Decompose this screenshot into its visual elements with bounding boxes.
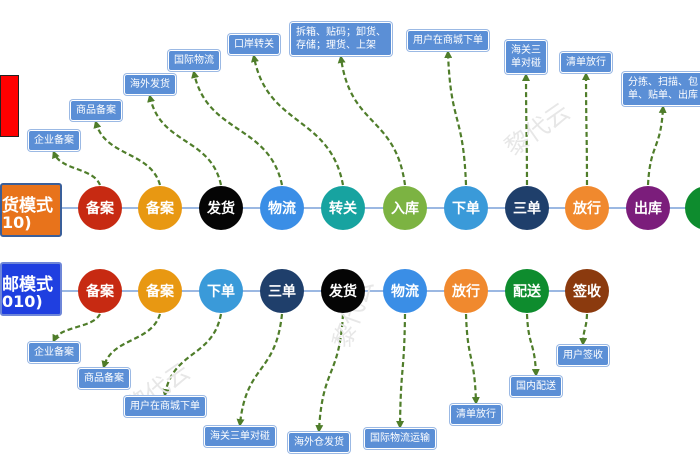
dashed-arrow xyxy=(162,313,223,397)
bottom_labels-label-3: 海关三单对碰 xyxy=(204,426,276,447)
bottom_labels-label-1: 商品备案 xyxy=(78,368,130,389)
top_labels-label-2: 海外发货 xyxy=(124,74,176,95)
dashed-arrow xyxy=(464,313,480,405)
top_steps-step-2: 发货 xyxy=(199,186,243,230)
bottom_labels-label-4: 海外仓发货 xyxy=(288,432,350,453)
dashed-arrow xyxy=(525,313,540,377)
top_steps-step-3: 物流 xyxy=(260,186,304,230)
dashed-arrow xyxy=(522,73,531,186)
dashed-arrow xyxy=(646,105,667,186)
mode-top-line1: 货模式 xyxy=(2,196,53,216)
dashed-arrow xyxy=(93,120,162,186)
dashed-arrow xyxy=(191,70,284,186)
mode-box-bottom: 邮模式 010) xyxy=(0,262,62,316)
top_labels-label-9: 分拣、扫描、包单、贴单、出库 xyxy=(622,72,700,106)
dashed-arrow xyxy=(101,313,162,369)
bottom_steps-step-6: 放行 xyxy=(444,269,488,313)
top_steps-step-8: 放行 xyxy=(565,186,609,230)
bottom_steps-step-8: 签收 xyxy=(565,269,609,313)
dashed-arrow xyxy=(582,72,591,186)
dashed-arrow xyxy=(52,313,101,343)
bottom_steps-step-2: 下单 xyxy=(199,269,243,313)
top_steps-step-10: 配 xyxy=(685,186,700,230)
dashed-arrow xyxy=(579,313,589,346)
dashed-arrow xyxy=(52,150,102,186)
mode-bottom-line1: 邮模式 xyxy=(2,275,53,295)
red-marker-block xyxy=(0,75,19,137)
top_labels-label-6: 用户在商城下单 xyxy=(407,30,489,51)
top_steps-step-4: 转关 xyxy=(321,186,365,230)
bottom_labels-label-2: 用户在商城下单 xyxy=(124,396,206,417)
bottom_steps-step-1: 备案 xyxy=(138,269,182,313)
top_labels-label-1: 商品备案 xyxy=(70,100,122,121)
top_steps-step-0: 备案 xyxy=(78,186,122,230)
dashed-arrow xyxy=(337,55,407,186)
top_labels-label-8: 清单放行 xyxy=(560,52,612,73)
bottom_labels-label-7: 国内配送 xyxy=(510,376,562,397)
bottom_steps-step-3: 三单 xyxy=(260,269,304,313)
top_steps-step-6: 下单 xyxy=(444,186,488,230)
bottom_labels-label-0: 企业备案 xyxy=(28,342,80,363)
top_steps-step-5: 入库 xyxy=(383,186,427,230)
bottom_labels-label-6: 清单放行 xyxy=(450,404,502,425)
dashed-arrow xyxy=(147,94,223,186)
mode-bottom-line2: 010) xyxy=(2,292,43,311)
top_steps-step-9: 出库 xyxy=(626,186,670,230)
top_labels-label-0: 企业备案 xyxy=(28,130,80,151)
bottom_steps-step-4: 发货 xyxy=(321,269,365,313)
bottom_labels-label-5: 国际物流运输 xyxy=(364,428,436,449)
bottom_steps-step-5: 物流 xyxy=(383,269,427,313)
bottom_steps-step-7: 配送 xyxy=(505,269,549,313)
top_steps-step-1: 备案 xyxy=(138,186,182,230)
dashed-arrow xyxy=(315,313,345,433)
top_steps-step-7: 三单 xyxy=(505,186,549,230)
bottom_steps-step-0: 备案 xyxy=(78,269,122,313)
top_labels-label-5: 拆箱、贴码；卸货、存储；理货、上架 xyxy=(290,22,392,56)
bottom_labels-label-8: 用户签收 xyxy=(557,345,609,366)
dashed-arrow xyxy=(444,50,468,186)
dashed-arrow xyxy=(396,313,407,429)
top_labels-label-3: 国际物流 xyxy=(168,50,220,71)
mode-box-top: 货模式 10) xyxy=(0,183,62,237)
dashed-arrow xyxy=(236,313,284,427)
top_labels-label-4: 口岸转关 xyxy=(228,34,280,55)
dashed-arrow xyxy=(251,54,345,186)
mode-top-line2: 10) xyxy=(2,213,32,232)
top_labels-label-7: 海关三单对碰 xyxy=(505,40,547,74)
